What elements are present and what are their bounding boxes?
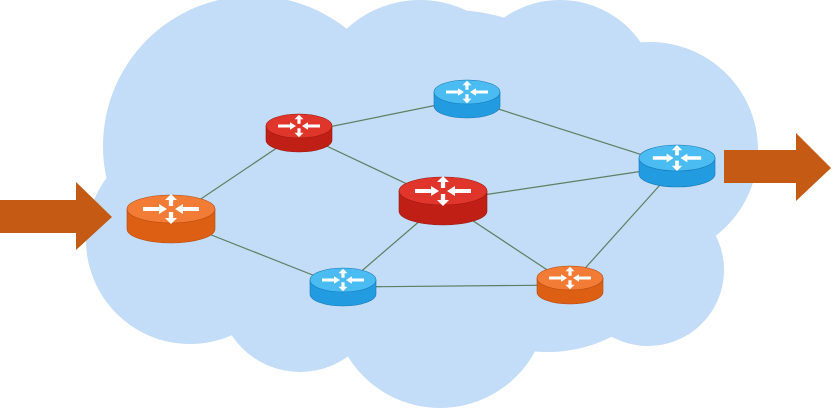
routers	[126, 79, 716, 307]
router-arrows-icon	[278, 114, 320, 138]
router-icon	[638, 144, 716, 188]
cloud-lobe	[408, 72, 688, 352]
router-arrows-icon	[549, 266, 591, 290]
router-arrows-icon	[143, 194, 199, 224]
egress-arrow	[724, 133, 831, 201]
network-link	[569, 165, 678, 286]
router-arrows-icon	[446, 80, 488, 104]
ingress-arrow	[0, 182, 112, 250]
router-arrows-icon	[652, 145, 702, 171]
router-arrows-icon	[322, 268, 364, 292]
network-link	[342, 284, 571, 288]
router-icon	[433, 79, 501, 119]
router-arrows-icon	[415, 176, 471, 206]
router-icon	[265, 113, 333, 153]
router-top	[536, 265, 604, 291]
traffic-arrows	[0, 133, 831, 250]
router-icon	[536, 265, 604, 305]
router-top	[309, 267, 377, 293]
router-icon	[309, 267, 377, 307]
router-icon	[126, 194, 216, 244]
router-top	[265, 113, 333, 139]
router-top	[638, 144, 716, 172]
router-top	[433, 79, 501, 105]
router-icon	[398, 176, 488, 226]
